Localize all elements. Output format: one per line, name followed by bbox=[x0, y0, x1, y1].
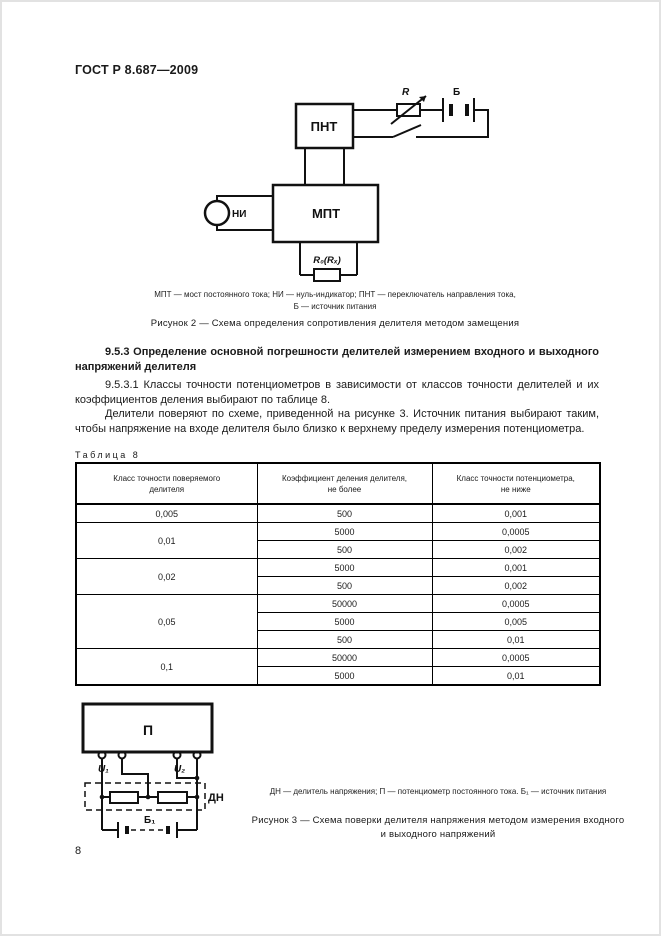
mpt-label: МПТ bbox=[312, 206, 340, 221]
figure2-diagram: ПНТ R Б МПТ bbox=[203, 87, 489, 282]
table-row: 0,1 50000 0,0005 bbox=[75, 648, 601, 686]
table-row: 5000 0,01 bbox=[76, 666, 601, 686]
table-cell: 0,0005 bbox=[431, 648, 601, 667]
table8: Класс точности поверяемого делителя Коэф… bbox=[75, 462, 601, 686]
table-cell: 5000 bbox=[256, 666, 433, 686]
figure2-abbreviations: МПТ — мост постоянного тока; НИ — нуль-и… bbox=[154, 290, 516, 311]
divider-dashed-box bbox=[84, 782, 206, 811]
figure2-title: Рисунок 2 — Схема определения сопротивле… bbox=[150, 318, 520, 329]
table-cell: 50000 bbox=[256, 648, 433, 667]
table-row: 5000 0,005 bbox=[76, 612, 601, 631]
u1-label: U₁ bbox=[98, 764, 109, 775]
mpt-box: МПТ bbox=[271, 183, 380, 244]
potentiometer-box: П bbox=[81, 702, 214, 754]
paragraph-verification: Делители поверяют по схеме, приведенной … bbox=[75, 408, 599, 435]
pnt-box: ПНТ bbox=[294, 102, 355, 150]
measured-resistor bbox=[299, 242, 358, 282]
table-cell: 500 bbox=[256, 503, 433, 523]
table-cell: 0,005 bbox=[431, 612, 601, 631]
table-cell: 0,05 bbox=[75, 594, 258, 649]
table-cell: 5000 bbox=[256, 558, 433, 577]
table8-label: Таблица 8 bbox=[75, 450, 141, 460]
table-cell: 500 bbox=[256, 540, 433, 559]
pnt-label: ПНТ bbox=[311, 119, 338, 134]
variable-resistor-label: R bbox=[402, 87, 410, 98]
table-cell: 0,1 bbox=[75, 648, 258, 686]
table-row: 0,02 5000 0,001 bbox=[75, 558, 601, 595]
page-number: 8 bbox=[75, 845, 82, 857]
col-header-potentiometer: Класс точности потенциометра, не ниже bbox=[431, 462, 601, 505]
table-cell: 0,02 bbox=[75, 558, 258, 595]
junction-dots bbox=[99, 775, 200, 800]
figure3-title: Рисунок 3 — Схема поверки делителя напря… bbox=[251, 815, 625, 840]
table-row: 0,005 500 0,001 bbox=[75, 503, 601, 523]
figure3-abbreviations: ДН — делитель напряжения; П — потенциоме… bbox=[269, 787, 607, 796]
section-heading: 9.5.3 Определение основной погрешности д… bbox=[75, 346, 599, 373]
null-indicator bbox=[203, 195, 273, 231]
col-header-ratio: Коэффициент деления делителя, не более bbox=[256, 462, 433, 505]
wiring bbox=[101, 758, 198, 838]
paragraph-9531: 9.5.3.1 Классы точности потенциометров в… bbox=[75, 379, 599, 406]
p-label: П bbox=[143, 722, 153, 738]
table-row: 0,05 50000 0,0005 bbox=[75, 594, 601, 649]
document-header: ГОСТ Р 8.687—2009 bbox=[75, 63, 199, 77]
table-cell: 0,01 bbox=[75, 522, 258, 559]
table-cell: 0,002 bbox=[431, 540, 601, 559]
table-row: 0,01 5000 0,0005 bbox=[75, 522, 601, 559]
table-cell: 0,01 bbox=[431, 666, 601, 686]
supply-circuit bbox=[353, 95, 489, 138]
table-cell: 0,001 bbox=[431, 558, 601, 577]
b1-label: Б₁ bbox=[144, 815, 155, 826]
table-cell: 0,002 bbox=[431, 576, 601, 595]
col-header-class: Класс точности поверяемого делителя bbox=[75, 462, 258, 505]
dn-label: ДН bbox=[208, 792, 224, 804]
figure3-diagram: П U₁ U₂ bbox=[81, 702, 224, 838]
u2-label: U₂ bbox=[174, 764, 185, 775]
table-cell: 50000 bbox=[256, 594, 433, 613]
table-cell: 0,0005 bbox=[431, 522, 601, 541]
table-cell: 0,005 bbox=[75, 503, 258, 523]
table-row: 500 0,002 bbox=[76, 540, 601, 559]
pnt-mpt-connectors bbox=[304, 148, 345, 185]
r0-rx-label: R₀(Rₓ) bbox=[313, 255, 341, 266]
table-cell: 0,01 bbox=[431, 630, 601, 649]
table-cell: 5000 bbox=[256, 612, 433, 631]
table-cell: 5000 bbox=[256, 522, 433, 541]
table-cell: 500 bbox=[256, 630, 433, 649]
table-cell: 500 bbox=[256, 576, 433, 595]
table-cell: 0,001 bbox=[431, 503, 601, 523]
table-cell: 0,0005 bbox=[431, 594, 601, 613]
table-header-row: Класс точности поверяемого делителя Коэф… bbox=[75, 462, 601, 505]
battery-label: Б bbox=[453, 87, 460, 98]
ni-label: НИ bbox=[232, 209, 246, 220]
